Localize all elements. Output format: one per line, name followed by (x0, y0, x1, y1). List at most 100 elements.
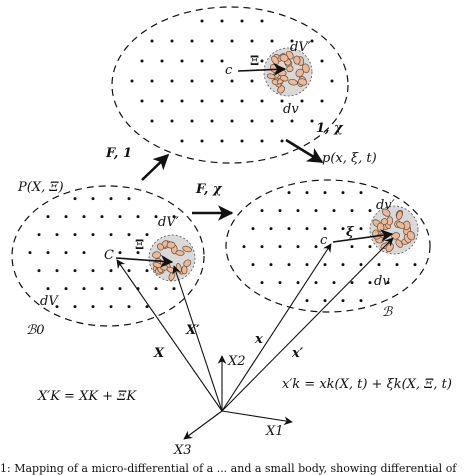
material-point-dot (150, 39, 154, 43)
material-point-dot (200, 139, 204, 143)
material-point-dot (230, 39, 234, 43)
X3-axis-label: X3 (174, 443, 192, 458)
material-point-dot (230, 119, 234, 123)
micro-particle (266, 73, 276, 80)
micro-particle (183, 259, 192, 267)
material-point-dot (150, 79, 154, 83)
top-body-ellipse (111, 6, 349, 164)
mapping-arrow-1-chi (285, 138, 324, 164)
material-point-dot (296, 281, 300, 285)
current-xi-arrow (332, 229, 394, 243)
material-point-dot (250, 119, 254, 123)
material-point-dot (314, 281, 318, 285)
material-point-dot (180, 59, 184, 63)
material-point-dot (296, 209, 300, 213)
material-point-dot (368, 209, 372, 213)
material-point-dot (220, 59, 224, 63)
material-point-dot (150, 119, 154, 123)
left-dV-prime-label: dV′ (158, 215, 179, 230)
material-point-dot (190, 119, 194, 123)
material-point-dot (160, 59, 164, 63)
material-point-dot (305, 191, 309, 195)
material-point-dot (200, 99, 204, 103)
F-chi-label: F, χ (196, 182, 222, 197)
F-1-label: F, 1 (106, 146, 133, 161)
material-point-dot (359, 227, 363, 231)
material-point-dot (37, 233, 41, 237)
material-point-dot (172, 215, 176, 219)
material-point-dot (310, 119, 314, 123)
material-point-dot (323, 263, 327, 267)
material-point-dot (118, 251, 122, 255)
micro-particle (175, 250, 185, 256)
vector-X-prime (172, 265, 223, 412)
material-point-dot (100, 215, 104, 219)
material-point-dot (170, 79, 174, 83)
material-point-dot (240, 99, 244, 103)
material-point-dot (127, 305, 131, 309)
material-point-dot (305, 299, 309, 303)
micro-particle (156, 243, 164, 251)
material-point-dot (290, 39, 294, 43)
material-point-dot (136, 251, 140, 255)
micro-particle (297, 78, 308, 86)
material-point-dot (73, 233, 77, 237)
material-point-dot (64, 215, 68, 219)
material-point-dot (109, 197, 113, 201)
x-prime-vector-label: x′ (292, 346, 304, 361)
right-xi-label: ξ (346, 225, 354, 240)
micro-particle (286, 65, 294, 73)
micro-particle (152, 251, 162, 259)
top-c-label: c (225, 63, 233, 78)
micro-particle (406, 230, 416, 241)
material-point-dot (260, 99, 264, 103)
material-point-dot (55, 305, 59, 309)
material-point-dot (220, 139, 224, 143)
material-point-dot (46, 287, 50, 291)
material-point-dot (251, 227, 255, 231)
material-point-dot (240, 19, 244, 23)
material-point-dot (200, 59, 204, 63)
material-point-dot (160, 99, 164, 103)
material-point-dot (368, 245, 372, 249)
reference-body-ellipse (11, 185, 205, 327)
material-point-dot (287, 227, 291, 231)
material-point-dot (270, 39, 274, 43)
axis-X1 (221, 410, 293, 426)
material-point-dot (269, 227, 273, 231)
material-point-dot (320, 59, 324, 63)
X2-axis-label: X2 (228, 354, 246, 369)
material-point-dot (341, 191, 345, 195)
material-point-dot (280, 99, 284, 103)
material-point-dot (91, 269, 95, 273)
material-point-dot (350, 209, 354, 213)
material-point-dot (73, 305, 77, 309)
material-point-dot (310, 39, 314, 43)
material-point-dot (28, 251, 32, 255)
material-point-dot (413, 263, 417, 267)
material-point-dot (260, 59, 264, 63)
X-vector-label: X (154, 346, 165, 361)
material-point-dot (140, 59, 144, 63)
material-point-dot (91, 197, 95, 201)
material-point-dot (37, 269, 41, 273)
material-point-dot (320, 99, 324, 103)
material-point-dot (190, 79, 194, 83)
material-point-dot (154, 215, 158, 219)
axis-X3 (183, 410, 223, 440)
material-point-dot (251, 263, 255, 267)
material-point-dot (242, 245, 246, 249)
material-point-dot (260, 209, 264, 213)
material-point-dot (332, 209, 336, 213)
micro-particle (293, 55, 301, 65)
material-point-dot (190, 39, 194, 43)
material-point-dot (332, 281, 336, 285)
top-dv-label: dv (283, 102, 299, 117)
material-point-dot (180, 139, 184, 143)
material-point-dot (220, 99, 224, 103)
material-point-dot (341, 227, 345, 231)
left-Xi-label: Ξ (135, 238, 145, 253)
material-point-dot (73, 269, 77, 273)
material-point-dot (118, 215, 122, 219)
